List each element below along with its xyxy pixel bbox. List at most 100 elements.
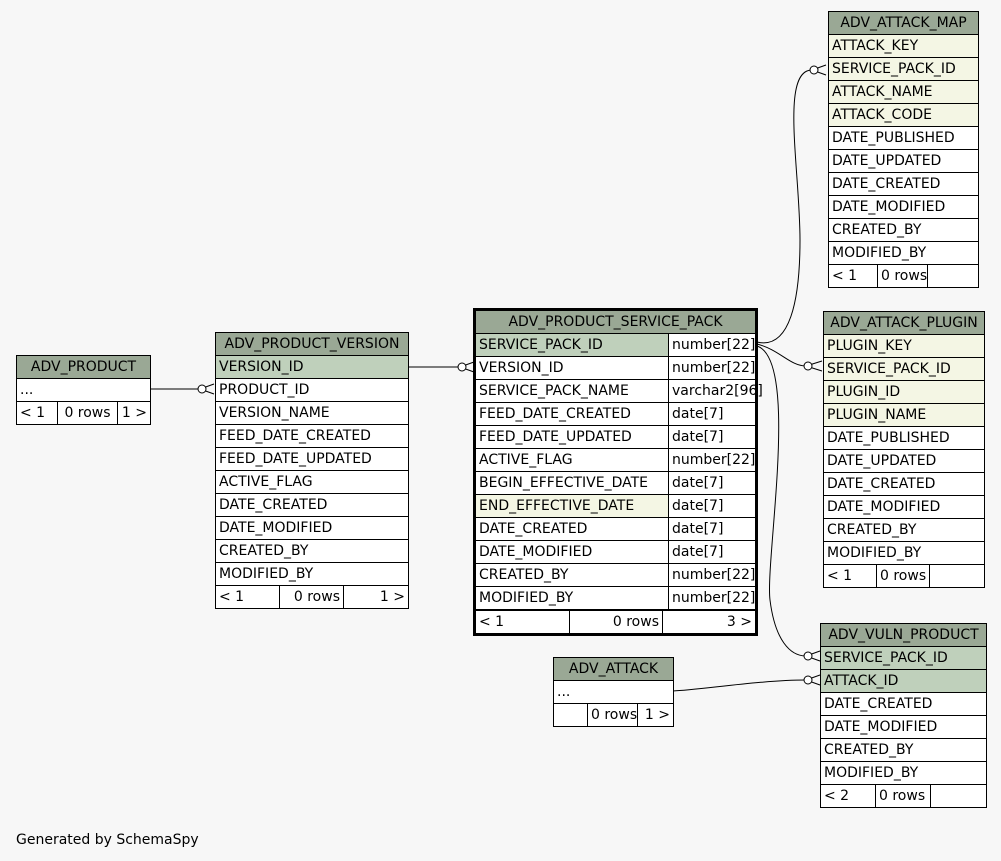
column-name: MODIFIED_BY — [479, 590, 574, 606]
column-type: date[7] — [668, 403, 755, 425]
parents-count: < 1 — [476, 611, 570, 633]
column-type: date[7] — [668, 426, 755, 448]
column-name: ATTACK_NAME — [832, 84, 933, 100]
table-footer: < 1 0 rows 1 > — [216, 586, 408, 608]
row-count: 0 rows — [878, 265, 928, 287]
table-adv-vuln-product[interactable]: ADV_VULN_PRODUCT SERVICE_PACK_ID ATTACK_… — [820, 623, 987, 808]
column-name: BEGIN_EFFECTIVE_DATE — [479, 475, 648, 491]
column-name: PLUGIN_NAME — [827, 407, 927, 423]
column-name: CREATED_BY — [479, 567, 569, 583]
column-name: DATE_CREATED — [832, 176, 941, 192]
column-name: SERVICE_PACK_ID — [832, 61, 956, 77]
column-name: SERVICE_PACK_NAME — [479, 383, 629, 399]
row-count: 0 rows — [876, 785, 931, 807]
children-count: 1 > — [121, 405, 147, 421]
column-name: DATE_PUBLISHED — [827, 430, 950, 446]
parents-count: < 1 — [216, 586, 280, 608]
table-title: ADV_PRODUCT_VERSION — [216, 333, 408, 356]
table-title: ADV_ATTACK_MAP — [829, 12, 978, 35]
column-name: CREATED_BY — [824, 742, 914, 758]
parents-count: < 1 — [824, 565, 877, 587]
column-name: ATTACK_CODE — [832, 107, 932, 123]
table-ellipsis: ... — [20, 382, 34, 398]
column-name: END_EFFECTIVE_DATE — [476, 495, 668, 517]
column-name: FEED_DATE_CREATED — [479, 406, 631, 422]
children-count: 1 > — [644, 707, 670, 723]
column-name: SERVICE_PACK_ID — [824, 650, 948, 666]
column-name: MODIFIED_BY — [827, 545, 922, 561]
column-name: PLUGIN_ID — [827, 384, 901, 400]
column-name: MODIFIED_BY — [832, 245, 927, 261]
column-type: date[7] — [668, 472, 755, 494]
column-type: number[22] — [668, 564, 755, 586]
column-name: CREATED_BY — [832, 222, 922, 238]
column-type: date[7] — [668, 518, 755, 540]
table-ellipsis: ... — [557, 684, 571, 700]
row-count: 0 rows — [280, 586, 344, 608]
table-footer: < 1 0 rows — [829, 265, 978, 287]
column-name: VERSION_NAME — [219, 405, 330, 421]
column-name: DATE_MODIFIED — [219, 520, 333, 536]
column-name: DATE_CREATED — [219, 497, 328, 513]
column-type: number[22] — [668, 449, 755, 471]
parents-count: < 1 — [17, 402, 58, 424]
column-name: DATE_MODIFIED — [827, 499, 941, 515]
column-name: FEED_DATE_CREATED — [219, 428, 371, 444]
column-name: FEED_DATE_UPDATED — [219, 451, 372, 467]
column-name: VERSION_ID — [219, 359, 304, 375]
row-count: 0 rows — [58, 402, 118, 424]
column-type: varchar2[96] — [668, 380, 763, 402]
table-adv-product[interactable]: ADV_PRODUCT ... < 1 0 rows 1 > — [16, 355, 151, 425]
parents-count: < 2 — [821, 785, 876, 807]
column-name: DATE_CREATED — [824, 696, 933, 712]
table-adv-product-service-pack[interactable]: ADV_PRODUCT_SERVICE_PACK SERVICE_PACK_ID… — [473, 308, 763, 636]
children-count: 1 > — [379, 589, 405, 605]
column-name: VERSION_ID — [479, 360, 564, 376]
table-footer: < 1 0 rows 1 > — [17, 402, 150, 424]
table-title: ADV_ATTACK_PLUGIN — [824, 312, 984, 335]
table-adv-product-version[interactable]: ADV_PRODUCT_VERSION VERSION_ID PRODUCT_I… — [215, 332, 409, 609]
row-count: 0 rows — [877, 565, 930, 587]
table-title: ADV_VULN_PRODUCT — [821, 624, 986, 647]
row-count: 0 rows — [570, 611, 663, 633]
column-name: DATE_UPDATED — [827, 453, 937, 469]
column-type: number[22] — [668, 334, 755, 356]
table-footer: 0 rows 1 > — [554, 704, 673, 726]
column-name: SERVICE_PACK_ID — [827, 361, 951, 377]
column-name: ACTIVE_FLAG — [479, 452, 573, 468]
column-name: DATE_CREATED — [827, 476, 936, 492]
table-adv-attack-plugin[interactable]: ADV_ATTACK_PLUGIN PLUGIN_KEY SERVICE_PAC… — [823, 311, 985, 588]
column-name: MODIFIED_BY — [824, 765, 919, 781]
column-type: number[22] — [668, 587, 755, 609]
column-type: date[7] — [668, 495, 755, 517]
column-name: ACTIVE_FLAG — [219, 474, 313, 490]
table-title: ADV_PRODUCT — [17, 356, 150, 379]
column-name: FEED_DATE_UPDATED — [479, 429, 632, 445]
column-name: DATE_MODIFIED — [479, 544, 593, 560]
generated-by-note: Generated by SchemaSpy — [16, 832, 199, 848]
column-name: ATTACK_KEY — [832, 38, 919, 54]
column-name: PLUGIN_KEY — [827, 338, 912, 354]
column-name: DATE_MODIFIED — [832, 199, 946, 215]
children-count: 3 > — [726, 614, 752, 630]
column-name: DATE_CREATED — [479, 521, 588, 537]
column-name: DATE_UPDATED — [832, 153, 942, 169]
column-name: MODIFIED_BY — [219, 566, 314, 582]
column-name: PRODUCT_ID — [219, 382, 310, 398]
parents-count: < 1 — [829, 265, 878, 287]
table-footer: < 1 0 rows — [824, 565, 984, 587]
column-type: number[22] — [668, 357, 755, 379]
table-adv-attack[interactable]: ADV_ATTACK ... 0 rows 1 > — [553, 657, 674, 727]
table-footer: < 1 0 rows 3 > — [476, 610, 755, 633]
row-count: 0 rows — [588, 704, 638, 726]
table-adv-attack-map[interactable]: ADV_ATTACK_MAP ATTACK_KEY SERVICE_PACK_I… — [828, 11, 979, 288]
table-footer: < 2 0 rows — [821, 785, 986, 807]
column-name: ATTACK_ID — [824, 673, 899, 689]
table-title: ADV_PRODUCT_SERVICE_PACK — [476, 311, 755, 334]
column-name: DATE_MODIFIED — [824, 719, 938, 735]
table-title: ADV_ATTACK — [554, 658, 673, 681]
column-name: CREATED_BY — [219, 543, 309, 559]
column-name: DATE_PUBLISHED — [832, 130, 955, 146]
column-name: SERVICE_PACK_ID — [479, 337, 603, 353]
